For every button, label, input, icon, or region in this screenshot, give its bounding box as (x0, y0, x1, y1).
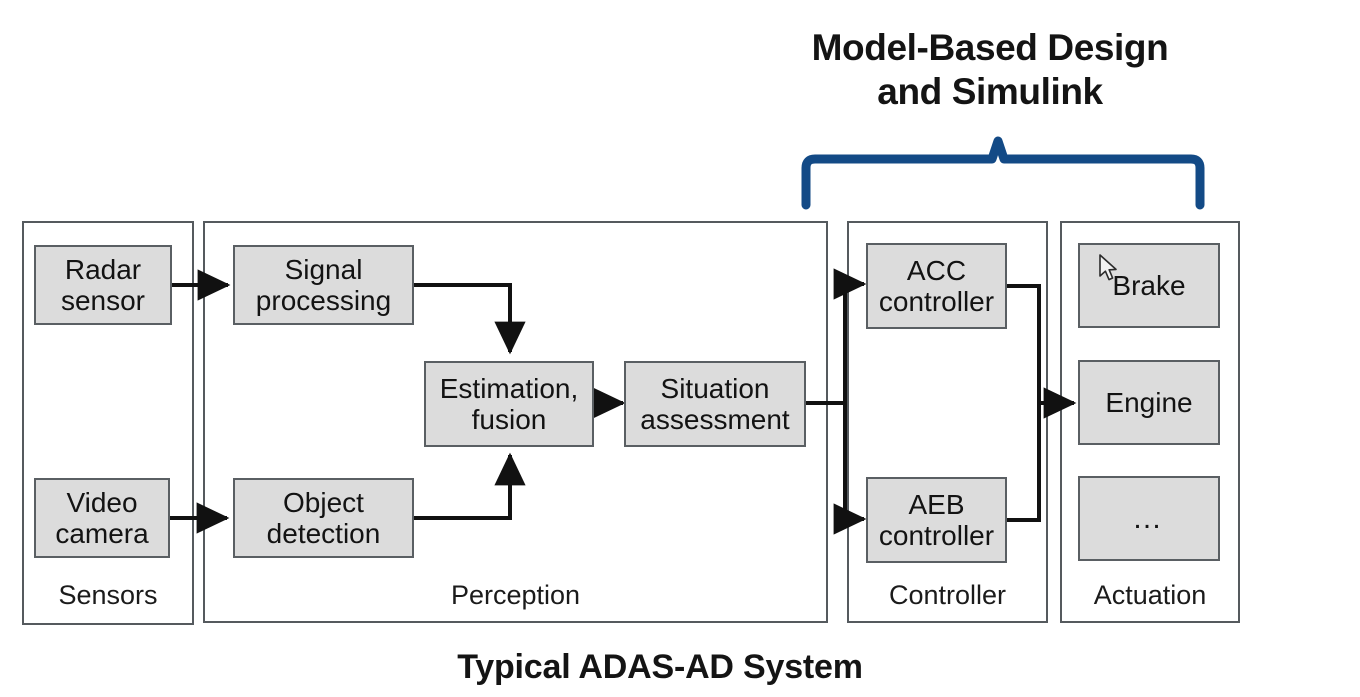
block-engine[interactable]: Engine (1078, 360, 1220, 445)
block-radar-sensor[interactable]: Radar sensor (34, 245, 172, 325)
block-video-camera[interactable]: Video camera (34, 478, 170, 558)
diagram-title: Typical ADAS-AD System (457, 648, 863, 686)
block-more-actuators[interactable]: … (1078, 476, 1220, 561)
group-perception-label: Perception (450, 580, 581, 610)
mouse-cursor-icon (1099, 254, 1117, 281)
brace-icon (801, 136, 1205, 210)
group-controller-label: Controller (888, 580, 1007, 610)
block-aeb-controller[interactable]: AEB controller (866, 477, 1007, 563)
annotation-title-line2: and Simulink (877, 70, 1103, 112)
annotation-title: Model-Based Design and Simulink (760, 26, 1220, 113)
annotation-title-line1: Model-Based Design (811, 27, 1169, 68)
group-sensors-label: Sensors (58, 580, 158, 610)
block-situation-assessment[interactable]: Situation assessment (624, 361, 806, 447)
block-estimation-fusion[interactable]: Estimation, fusion (424, 361, 594, 447)
block-object-detection[interactable]: Object detection (233, 478, 414, 558)
block-acc-controller[interactable]: ACC controller (866, 243, 1007, 329)
block-signal-processing[interactable]: Signal processing (233, 245, 414, 325)
group-actuation-label: Actuation (1093, 580, 1207, 610)
